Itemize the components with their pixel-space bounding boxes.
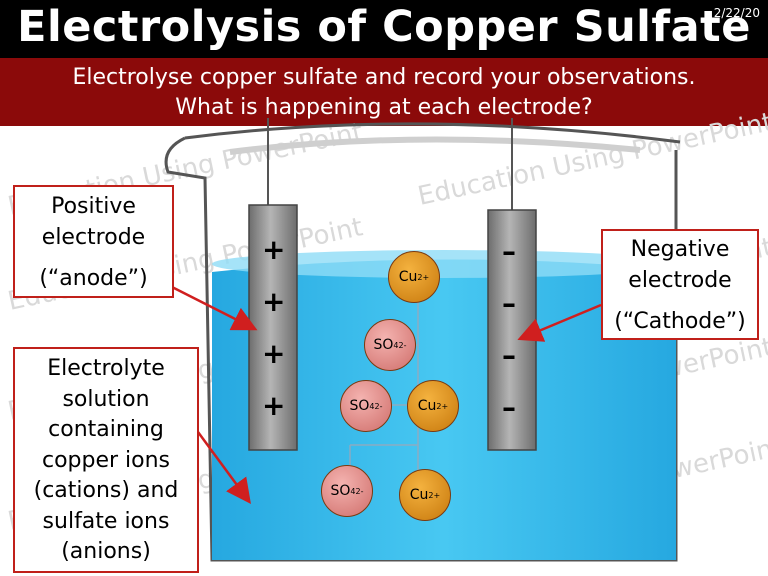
cathode-sign: – [502,339,516,372]
positive-electrode-label: Positive electrode (“anode”) [13,185,174,298]
anode-sign: + [262,337,286,370]
label-line: solution [62,386,150,412]
beaker-rim-highlight [229,136,641,155]
cathode-sign: – [502,391,516,424]
label-line: Positive [51,194,136,219]
anode-sign: + [262,389,286,422]
cathode-arrow [517,303,602,342]
negative-electrode-label: Negative electrode (“Cathode”) [601,229,759,340]
watermark-text: Education Using PowerPoint [415,107,768,212]
slide-title: Electrolysis of Copper Sulfate [17,2,751,52]
label-line: containing [48,417,164,442]
label-line: (“anode”) [39,266,148,291]
label-line: (“Cathode”) [614,309,746,334]
solution-surface [212,250,676,278]
anode-arrow [169,284,258,331]
label-line: copper ions [41,447,171,473]
label-line: Electrolyte [47,356,165,381]
beaker-outline [164,136,678,562]
label-line: electrode [628,268,732,293]
label-line: electrode [41,225,146,250]
label-line: (anions) [61,539,151,564]
slide-date: 2/22/20 [713,6,760,20]
label-line: Negative [630,237,730,262]
electrolyte-label: Electrolyte solution containing copper i… [13,347,199,573]
instruction-line-2: What is happening at each electrode? [175,95,593,120]
label-line: (cations) and [33,478,179,503]
beaker-rim [184,122,681,144]
title-bar: Electrolysis of Copper Sulfate 2/22/20 [0,0,768,58]
anode-sign: + [262,233,286,266]
cathode-sign: – [502,287,516,320]
label-line: sulfate ions [42,508,170,534]
instruction-line-1: Electrolyse copper sulfate and record yo… [72,65,696,90]
anode-sign: + [262,285,286,318]
solution-arrow [196,431,251,505]
instruction-banner: Electrolyse copper sulfate and record yo… [0,58,768,126]
cathode-sign: – [502,235,516,268]
